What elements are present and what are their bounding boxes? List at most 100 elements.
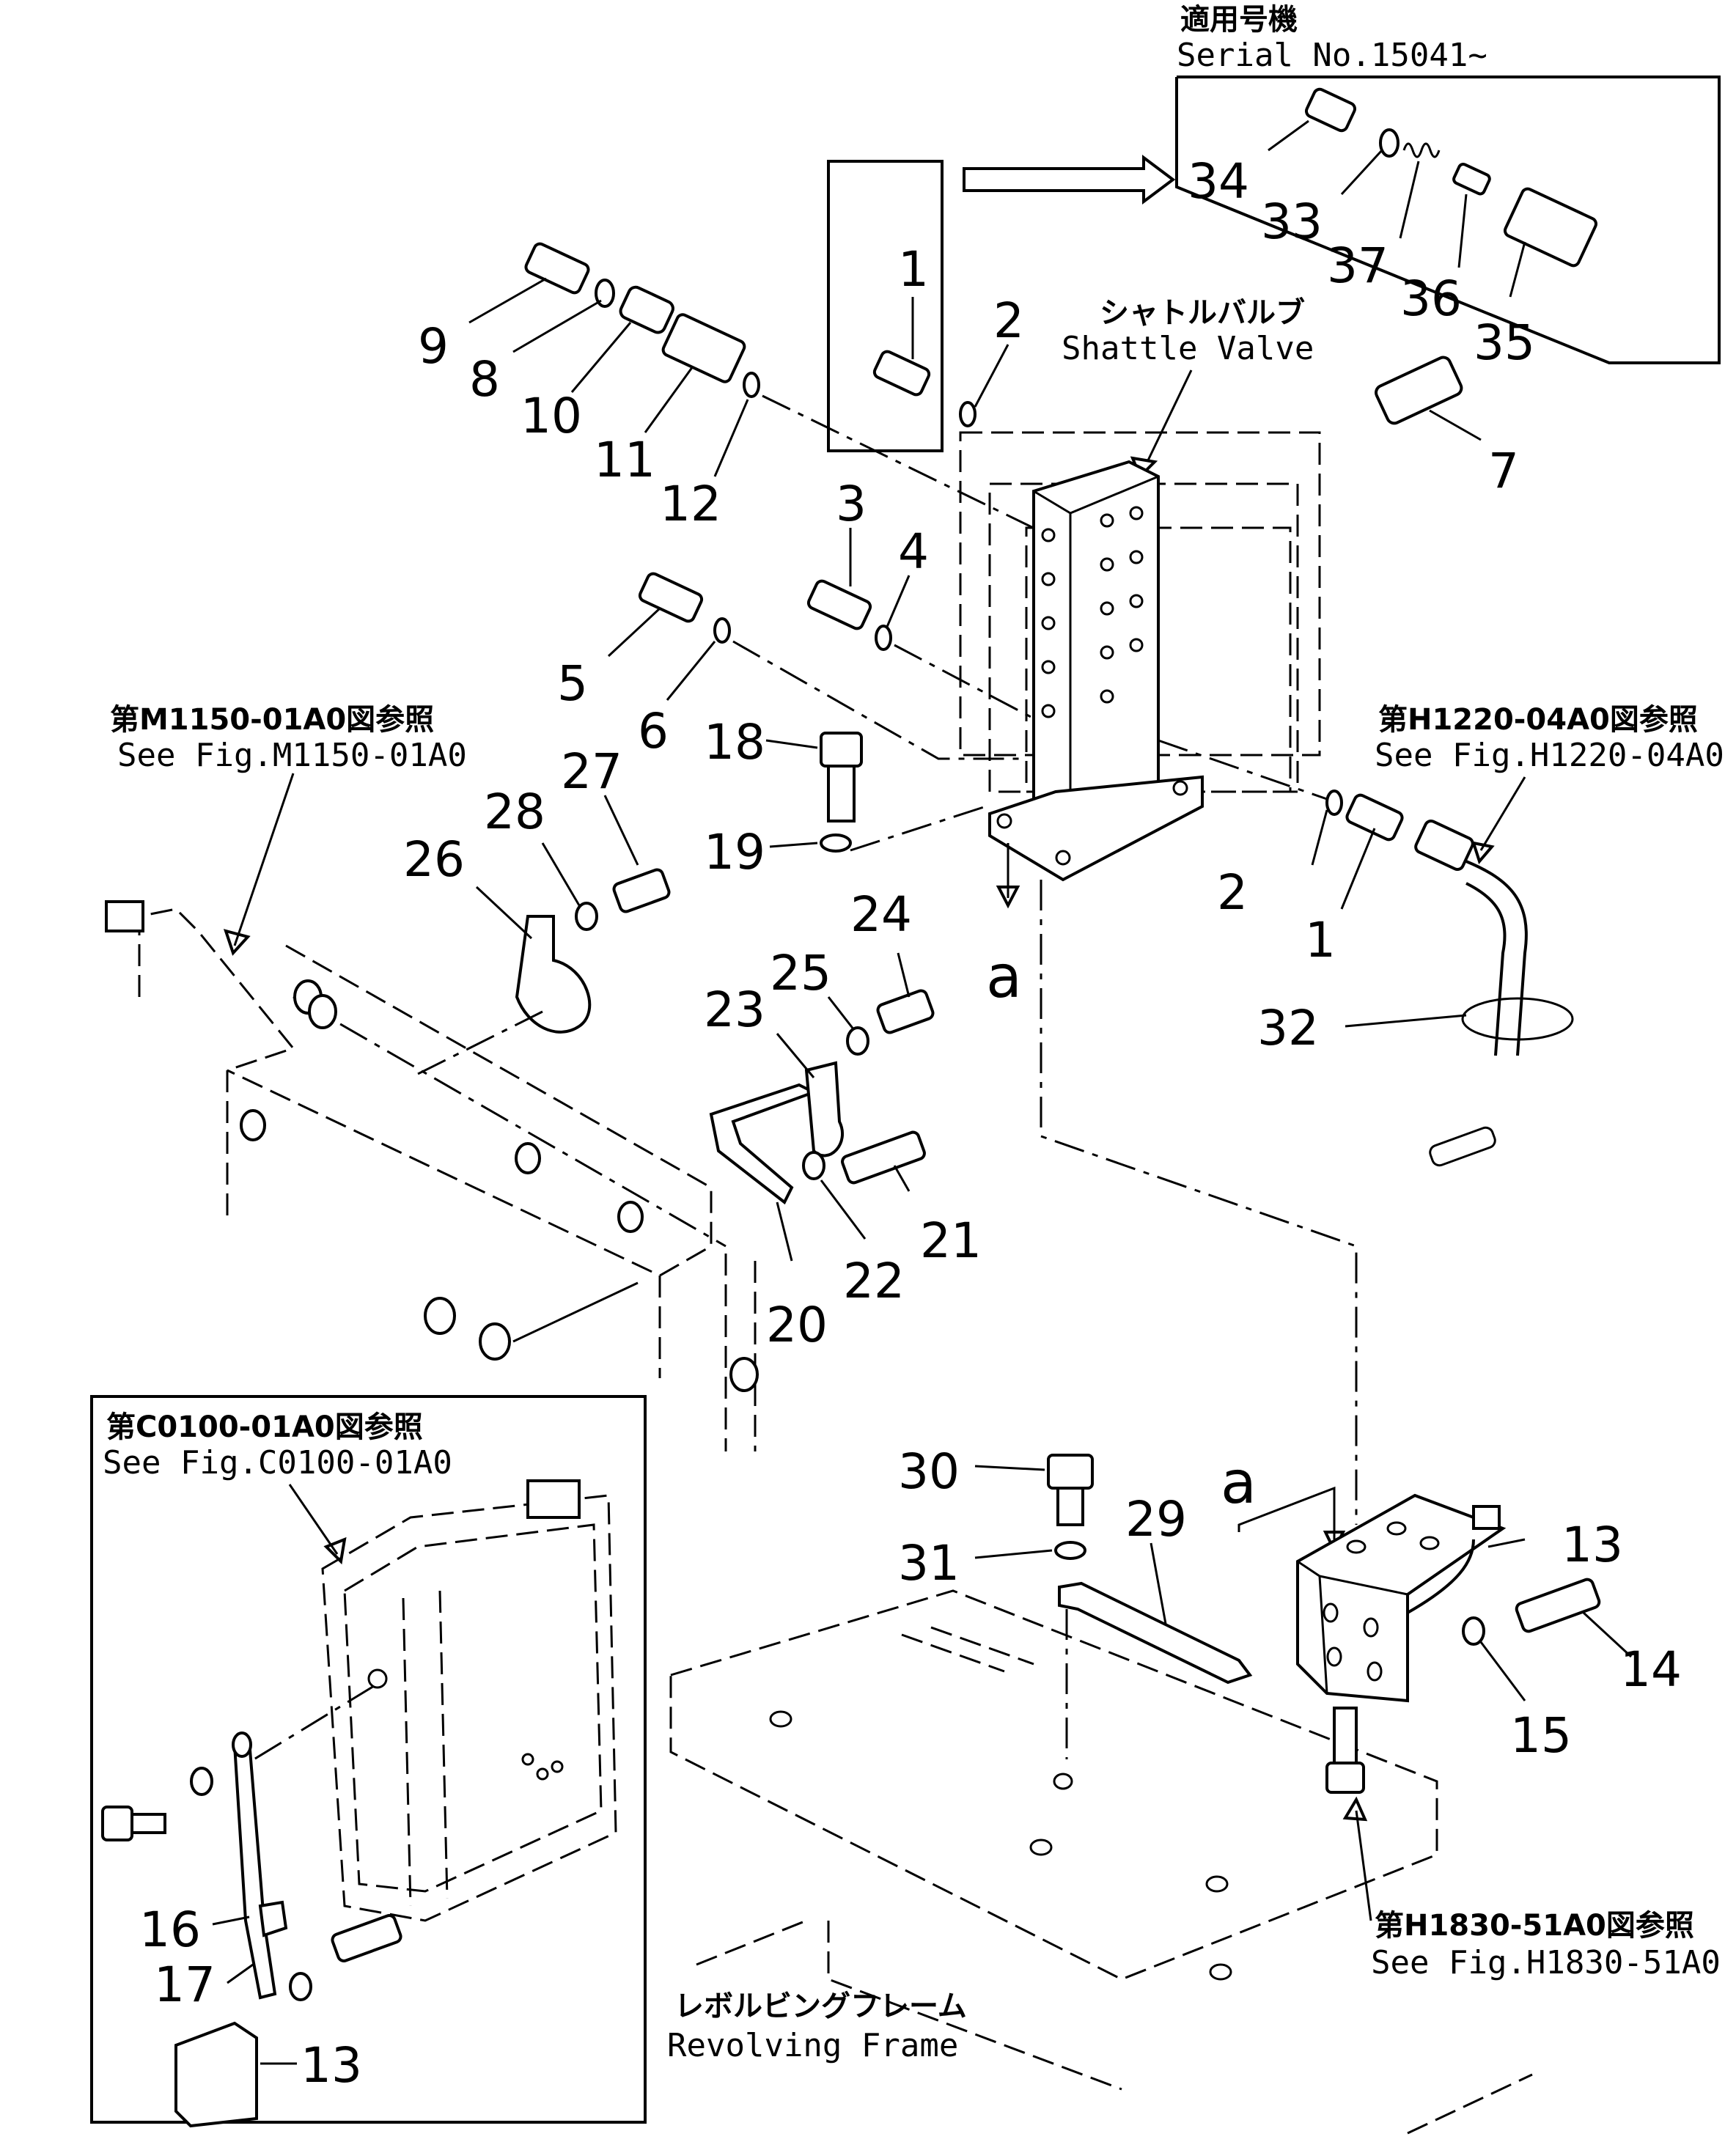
port-hole (1041, 572, 1056, 586)
callout-4: 4 (898, 523, 929, 580)
callout-10: 10 (521, 388, 582, 444)
frame-hole (769, 1710, 792, 1728)
shuttle-valve-leader (1146, 369, 1193, 463)
serial-variant-box: 適用号機 Serial No.15041~ 34 33 37 36 35 (1175, 3, 1721, 371)
bracket-13-assembly: a 13 14 15 第H1830-51A0図参照 See Fig.H1830-… (1221, 1449, 1721, 1981)
o-ring-12-icon (743, 372, 760, 398)
port-hole (1129, 550, 1144, 564)
view-mark-a-bottom: a (1221, 1449, 1257, 1517)
callout-1-top: 1 (898, 241, 929, 298)
centerline-5 (732, 640, 1026, 760)
bar-29-assembly: 30 31 29 (898, 1443, 1253, 1759)
grommet-icon (424, 1297, 456, 1335)
leader-18 (765, 739, 818, 749)
port-hole (1100, 689, 1114, 704)
clamp-centerline (410, 1010, 543, 1079)
bolt-18-shank-icon (827, 765, 856, 822)
hose-line-a (1465, 860, 1528, 1056)
ref-h1830-arrowhead (1342, 1796, 1368, 1822)
frame-hole (1209, 1963, 1232, 1981)
inset-washer-2-icon (289, 1972, 312, 2001)
leader-26 (475, 886, 533, 940)
leader-11 (644, 366, 694, 433)
port-hole (1041, 528, 1056, 542)
leader-32 (1345, 1014, 1467, 1028)
callout-15: 15 (1510, 1707, 1572, 1764)
callout-13-inset: 13 (301, 2037, 362, 2094)
leader-19 (769, 842, 818, 848)
callout-34: 34 (1188, 153, 1249, 210)
leader-2-right (1311, 809, 1328, 866)
callout-27: 27 (561, 743, 622, 800)
bottom-bolt-shank-icon (1333, 1707, 1358, 1764)
mount-hole (1172, 780, 1188, 796)
ref-m1150-leader (233, 773, 295, 946)
callout-9: 9 (418, 318, 449, 375)
arrow-to-serial-box (963, 155, 1176, 205)
callout-33: 33 (1261, 194, 1323, 250)
radiator-inset-frame (90, 1395, 647, 2124)
washer-19-icon (820, 833, 852, 853)
hose-nut-icon (1414, 819, 1474, 872)
bolt-18-washer-19: 18 19 (704, 714, 987, 880)
sensor-7-icon (1375, 356, 1463, 425)
bolt-21-icon (841, 1130, 926, 1185)
o-ring-33-icon (1379, 128, 1400, 158)
fittings-valve-top: 2 7 (959, 292, 1519, 499)
callout-37: 37 (1327, 238, 1389, 294)
fitting-9-icon (524, 242, 590, 295)
callout-23: 23 (704, 982, 765, 1038)
radiator-inset: 第C0100-01A0図参照 See Fig.C0100-01A0 16 17 … (90, 1395, 647, 2128)
radiator-stay-centerline (241, 1685, 375, 1768)
hose-line-b (1465, 882, 1507, 1056)
callout-24: 24 (850, 886, 912, 943)
bolt-27-icon (612, 868, 671, 913)
serial-title-jp: 適用号機 (1180, 3, 1298, 37)
grommet-icon (617, 1201, 644, 1233)
fitting-10-icon (619, 285, 674, 334)
callout-13: 13 (1562, 1517, 1623, 1573)
inset-bolt-shank-icon (130, 1813, 166, 1834)
o-ring-2-right-icon (1325, 790, 1343, 816)
bracket-20-icon (709, 1083, 818, 1205)
frame-lower-edge (827, 1921, 1122, 2091)
view-mark-a-top: a (986, 943, 1022, 1011)
bracket-hole (1363, 1617, 1379, 1638)
port-hole (1100, 601, 1114, 616)
fittings-upper-left: 9 8 10 11 12 (418, 242, 1049, 537)
bracket-13-nipple-icon (1472, 1505, 1501, 1530)
bracket-13-edge-3 (1318, 1575, 1328, 1694)
ref-h1830-leader (1355, 1810, 1372, 1921)
port-hole (1129, 638, 1144, 652)
washer-28-icon (575, 902, 598, 931)
leader-7 (1429, 409, 1482, 441)
valve-block-edge-2 (1070, 475, 1159, 515)
ref-m1150-en: See Fig.M1150-01A0 (117, 737, 467, 774)
bolt-30-head-icon (1047, 1454, 1094, 1490)
view-a-arrowhead (996, 886, 1020, 909)
grommet-leader (512, 1281, 639, 1343)
bracket-13-contour (1407, 1539, 1475, 1614)
frame-rib-lines (901, 1626, 1034, 1673)
ref-h1830-jp: 第H1830-51A0図参照 (1375, 1909, 1694, 1943)
callout-22: 22 (843, 1253, 905, 1309)
callout-26: 26 (403, 831, 465, 888)
fitting-11-icon (661, 313, 746, 383)
hose-clamp-32-icon (1461, 997, 1574, 1041)
leader-28 (541, 842, 581, 906)
centerline-right-port (1158, 739, 1328, 801)
centerline-11 (762, 394, 1049, 537)
callout-35: 35 (1474, 314, 1535, 371)
radiator-core-outline (343, 1523, 603, 1893)
ref-m1150-jp: 第M1150-01A0図参照 (110, 703, 434, 737)
valve-mounting-plate (988, 775, 1204, 882)
leader-1-right (1340, 828, 1376, 910)
leader-29 (1150, 1542, 1167, 1624)
view-a-bottom-arrow (1237, 1486, 1336, 1539)
callout-32: 32 (1257, 1000, 1319, 1056)
bar-29-icon (1058, 1581, 1253, 1685)
callout-36: 36 (1400, 270, 1462, 327)
callout-25: 25 (770, 945, 831, 1001)
leader-31 (974, 1549, 1053, 1559)
